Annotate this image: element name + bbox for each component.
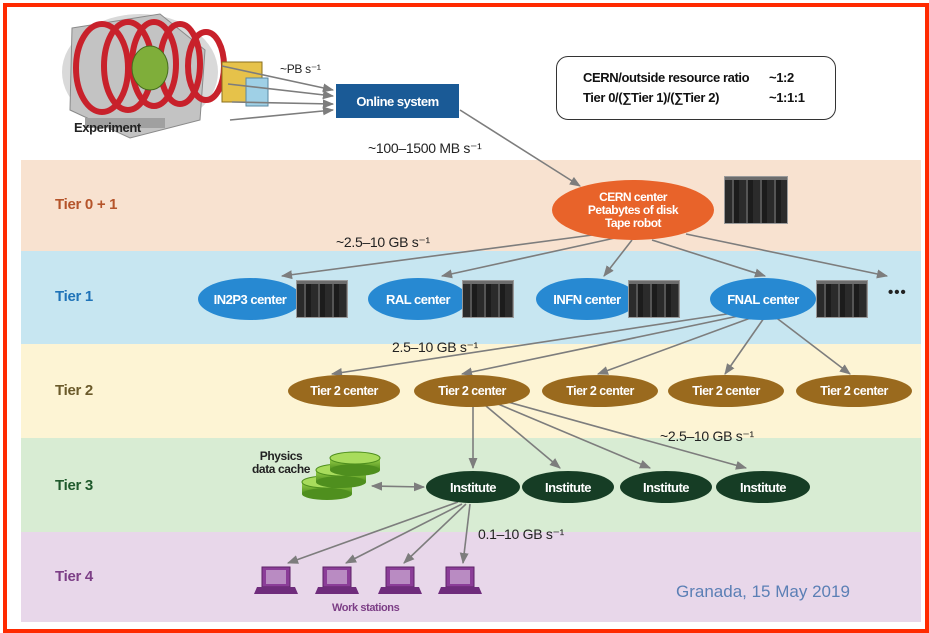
online-system-box: Online system <box>336 84 459 118</box>
experiment-label: Experiment <box>74 120 141 135</box>
tier-label-0-1: Tier 0 + 1 <box>55 196 118 213</box>
tier1-center-infn: INFN center <box>536 278 638 320</box>
tier-label-2: Tier 2 <box>55 382 93 399</box>
tier1-center-in2p3: IN2P3 center <box>198 278 302 320</box>
tier2-center: Tier 2 center <box>542 375 658 407</box>
experiment-rate: ~PB s⁻¹ <box>280 62 321 76</box>
workstations-label: Work stations <box>332 602 400 614</box>
tier2-center: Tier 2 center <box>288 375 400 407</box>
physics-cache-line-1: Physics <box>259 449 303 463</box>
rate-tier1-to-tier2: 2.5–10 GB s⁻¹ <box>392 339 478 355</box>
tier2-center: Tier 2 center <box>796 375 912 407</box>
rate-tier2-to-tier3: ~2.5–10 GB s⁻¹ <box>660 428 754 444</box>
tier3-institute: Institute <box>716 471 810 503</box>
cern-line-1: CERN center <box>599 189 667 204</box>
server-rack-icon <box>296 280 348 318</box>
detector-icon <box>62 13 269 139</box>
server-rack-icon <box>724 176 788 224</box>
tier1-center-ral: RAL center <box>368 278 468 320</box>
tier3-institute: Institute <box>620 471 712 503</box>
laptop-icon <box>315 566 359 594</box>
tier3-institute: Institute <box>522 471 614 503</box>
tier2-center: Tier 2 center <box>668 375 784 407</box>
server-rack-icon <box>816 280 868 318</box>
database-icon <box>301 451 381 500</box>
physics-cache-line-2: data cache <box>252 462 311 476</box>
server-rack-icon <box>462 280 514 318</box>
rate-tier3-to-tier4: 0.1–10 GB s⁻¹ <box>478 526 564 542</box>
ratio-value-2: ~1:1:1 <box>769 90 805 105</box>
tier-label-1: Tier 1 <box>55 288 93 305</box>
tier1-more-indicator: ••• <box>888 284 907 301</box>
server-rack-icon <box>628 280 680 318</box>
resource-ratio-box: CERN/outside resource ratio ~1:2 Tier 0/… <box>556 56 836 120</box>
ratio-label-2: Tier 0/(∑Tier 1)/(∑Tier 2) <box>583 90 720 105</box>
tier1-center-fnal: FNAL center <box>710 278 816 320</box>
tier2-center: Tier 2 center <box>414 375 530 407</box>
cern-line-3: Tape robot <box>604 215 662 230</box>
tier3-institute: Institute <box>426 471 520 503</box>
laptop-icon <box>438 566 482 594</box>
rate-tier0-to-tier1: ~2.5–10 GB s⁻¹ <box>336 234 430 250</box>
tier-label-4: Tier 4 <box>55 568 93 585</box>
laptop-icon <box>378 566 422 594</box>
ratio-label-1: CERN/outside resource ratio <box>583 70 750 85</box>
laptop-icon <box>254 566 298 594</box>
cern-line-2: Petabytes of disk <box>587 202 679 217</box>
cern-center-node: CERN center Petabytes of disk Tape robot <box>552 180 714 240</box>
tier-label-3: Tier 3 <box>55 477 93 494</box>
rate-online-to-cern: ~100–1500 MB s⁻¹ <box>368 140 482 156</box>
ratio-value-1: ~1:2 <box>769 70 794 85</box>
physics-cache-label: Physics data cache <box>252 450 310 476</box>
event-watermark: Granada, 15 May 2019 <box>676 582 850 601</box>
